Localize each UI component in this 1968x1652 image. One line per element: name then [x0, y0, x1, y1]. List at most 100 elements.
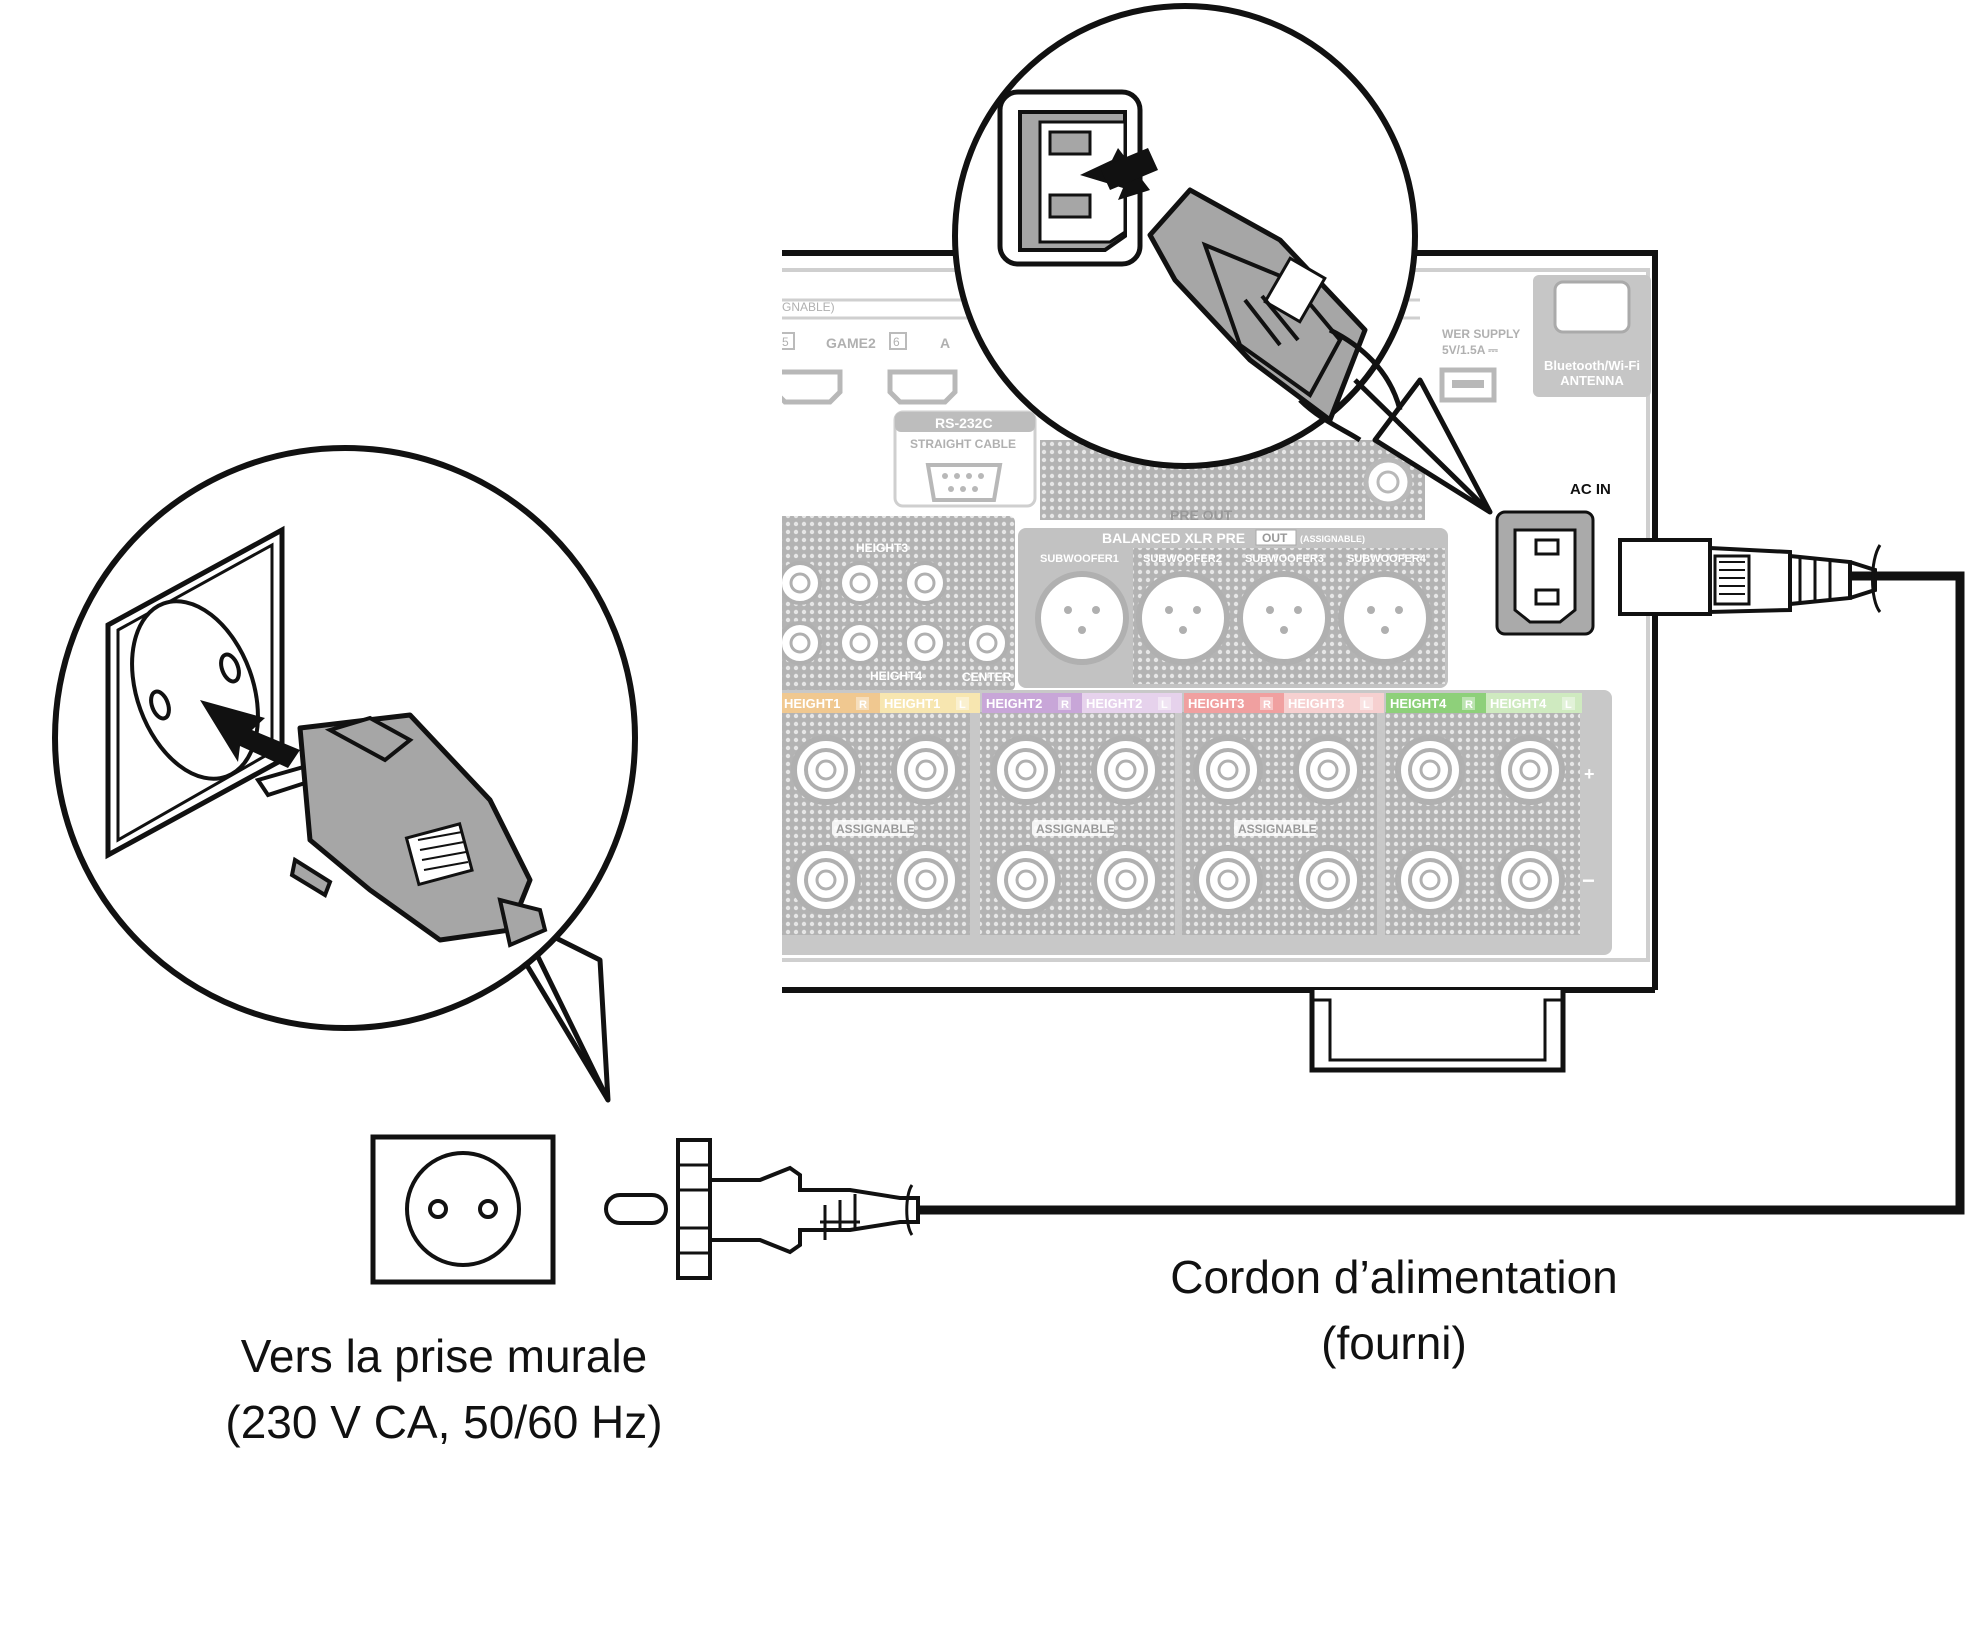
- binding-post: [991, 845, 1061, 915]
- wall-outlet-caption: Vers la prise murale (230 V CA, 50/60 Hz…: [214, 1323, 674, 1455]
- binding-post: [1091, 735, 1161, 805]
- chassis-foot: [1309, 990, 1566, 1073]
- binding-post: [1193, 735, 1263, 805]
- binding-post: [815, 869, 837, 891]
- binding-post: [1004, 748, 1048, 792]
- binding-post: [1217, 759, 1239, 781]
- binding-post: [1104, 748, 1148, 792]
- height4-r-badge: [1386, 693, 1486, 713]
- binding-post: [1293, 845, 1363, 915]
- height4-l-badge: [1486, 693, 1582, 713]
- binding-post: [1519, 759, 1541, 781]
- power-cord-caption: Cordon d’alimentation (fourni): [1150, 1244, 1638, 1376]
- binding-post: [1306, 858, 1350, 902]
- binding-post: [1206, 858, 1250, 902]
- svg-text:HEIGHT3: HEIGHT3: [856, 541, 908, 555]
- binding-post: [1104, 858, 1148, 902]
- svg-text:HEIGHT1: HEIGHT1: [784, 696, 840, 711]
- wall-outlet-caption-line1: Vers la prise murale: [240, 1330, 648, 1382]
- svg-text:ASSIGNABLE: ASSIGNABLE: [836, 822, 915, 836]
- assignable-top-label: GNABLE): [782, 300, 835, 314]
- svg-text:SUBWOOFER3: SUBWOOFER3: [1245, 553, 1324, 565]
- binding-post: [1519, 869, 1541, 891]
- svg-text:R: R: [859, 699, 867, 711]
- svg-text:OUT: OUT: [1262, 531, 1288, 545]
- binding-post: [1015, 869, 1037, 891]
- power-supply-label: WER SUPPLY: [1442, 327, 1520, 341]
- binding-post: [1395, 735, 1465, 805]
- svg-text:L: L: [1565, 699, 1572, 711]
- svg-text:L: L: [1161, 699, 1168, 711]
- ac-in-label: AC IN: [1570, 481, 1611, 498]
- svg-text:A: A: [940, 335, 950, 351]
- svg-text:SUBWOOFER4: SUBWOOFER4: [1347, 553, 1427, 565]
- zoom-callout-wall-outlet: [52, 445, 638, 1103]
- binding-post: [991, 735, 1061, 805]
- svg-text:5V/1.5A ⎓: 5V/1.5A ⎓: [1442, 343, 1498, 357]
- svg-text:(ASSIGNABLE): (ASSIGNABLE): [1300, 534, 1365, 544]
- binding-post: [1206, 748, 1250, 792]
- height1-r-badge: [782, 693, 880, 713]
- svg-text:HEIGHT4: HEIGHT4: [1390, 696, 1447, 711]
- svg-text:HEIGHT2: HEIGHT2: [986, 696, 1042, 711]
- binding-post: [1217, 869, 1239, 891]
- svg-text:6: 6: [893, 335, 900, 349]
- binding-post: [891, 735, 961, 805]
- svg-text:CENTER: CENTER: [962, 670, 1012, 684]
- hdmi-port: [782, 369, 843, 405]
- svg-text:SUBWOOFER1: SUBWOOFER1: [1040, 553, 1119, 565]
- svg-text:5: 5: [782, 335, 789, 349]
- height2-r-badge: [982, 693, 1082, 713]
- wall-outlet-caption-line2: (230 V CA, 50/60 Hz): [225, 1396, 663, 1448]
- straight-cable-label: STRAIGHT CABLE: [910, 437, 1016, 451]
- binding-post: [904, 748, 948, 792]
- binding-post: [791, 845, 861, 915]
- binding-post: [891, 845, 961, 915]
- game2-label: GAME2: [826, 335, 876, 351]
- receiver-rear-panel: GNABLE) 5 GAME2 6 A RS-232C STRAIGHT CAB…: [782, 250, 1658, 1073]
- height3-r-badge: [1184, 693, 1284, 713]
- binding-post: [1015, 759, 1037, 781]
- zoom-callout-ac-in: [952, 3, 1493, 515]
- binding-post: [1495, 845, 1565, 915]
- binding-post: [1115, 759, 1137, 781]
- svg-text:HEIGHT1: HEIGHT1: [884, 696, 940, 711]
- cord-line: [918, 571, 1965, 1215]
- binding-post: [1293, 735, 1363, 805]
- svg-text:HEIGHT3: HEIGHT3: [1188, 696, 1244, 711]
- svg-text:HEIGHT3: HEIGHT3: [1288, 696, 1344, 711]
- antenna-label: Bluetooth/Wi-Fi: [1544, 358, 1640, 373]
- rs232c-label: RS-232C: [935, 415, 993, 431]
- binding-post: [1508, 748, 1552, 792]
- binding-post: [791, 735, 861, 805]
- height3-l-badge: [1284, 693, 1384, 713]
- svg-text:R: R: [1263, 699, 1271, 711]
- svg-text:HEIGHT4: HEIGHT4: [870, 669, 922, 683]
- binding-post: [1306, 748, 1350, 792]
- xlr-jacks: [1035, 571, 1432, 665]
- svg-text:L: L: [959, 699, 966, 711]
- svg-text:+: +: [1584, 764, 1595, 784]
- power-cord-caption-line1: Cordon d’alimentation: [1170, 1251, 1618, 1303]
- binding-post: [1091, 845, 1161, 915]
- height1-l-badge: [880, 693, 980, 713]
- svg-text:−: −: [1582, 868, 1595, 893]
- binding-post: [1317, 759, 1339, 781]
- binding-post: [804, 748, 848, 792]
- rs232c-port: [925, 463, 1003, 502]
- iec-plug: [1618, 538, 1882, 616]
- binding-post: [804, 858, 848, 902]
- svg-text:R: R: [1465, 699, 1473, 711]
- svg-text:ASSIGNABLE: ASSIGNABLE: [1036, 822, 1115, 836]
- wall-outlet: [370, 1134, 556, 1285]
- binding-post: [815, 759, 837, 781]
- binding-post: [1193, 845, 1263, 915]
- binding-post: [1115, 869, 1137, 891]
- panel-inner: GNABLE) 5 GAME2 6 A RS-232C STRAIGHT CAB…: [782, 268, 1651, 962]
- svg-text:SUBWOOFER2: SUBWOOFER2: [1143, 553, 1222, 565]
- svg-text:PRE OUT: PRE OUT: [1170, 507, 1233, 523]
- speaker-binding-posts: [791, 735, 1565, 915]
- binding-post: [1508, 858, 1552, 902]
- binding-post: [1419, 869, 1441, 891]
